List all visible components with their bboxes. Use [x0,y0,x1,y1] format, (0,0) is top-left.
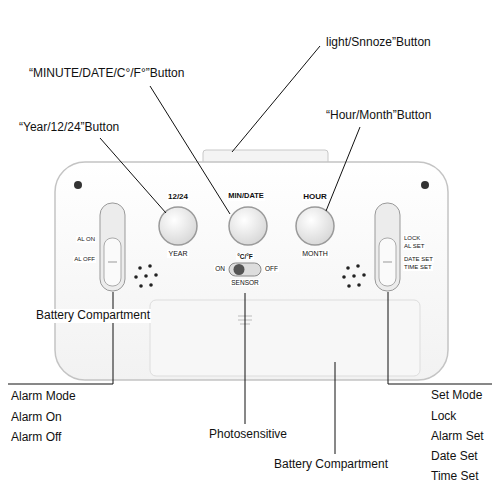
part-label: Alarm On [10,411,63,425]
part-label: Photosensitive [208,428,288,442]
sensor-switch [229,263,261,276]
screw-hole [421,181,429,189]
callout-label: “Hour/Month”Button [325,109,432,123]
clock-housing [55,162,448,380]
callout-label: “MINUTE/DATE/C°/F°”Button [28,67,185,81]
part-label: Alarm Set [430,430,485,444]
button-label: HOUR [302,192,328,201]
part-label: Date Set [430,450,479,464]
button-label: MONTH [301,250,329,258]
switch-label: AL OFF [73,256,96,263]
slider-grip [108,262,117,263]
button [159,207,197,245]
alarm-slider [100,203,125,291]
switch-label: DATE SET [403,256,434,263]
leader-lines [8,46,492,454]
switch-label: AL ON [76,236,96,243]
button [296,207,334,245]
part-label: Battery Compartment [273,458,389,472]
button [229,207,267,245]
battery-lid [150,300,420,376]
switch-label: °C/°F [236,253,254,260]
switch-label: AL SET [403,243,425,250]
part-label: Time Set [430,470,480,484]
part-label: Alarm Off [10,431,62,445]
slider-knob [379,238,396,286]
button-label: MIN/DATE [227,192,265,201]
button-label: YEAR [167,250,188,258]
part-label: Lock [430,410,457,424]
callout-label: “Year/12/24”Button [18,121,120,135]
screw-hole [74,181,82,189]
switch-label: OFF [264,265,279,272]
set-slider [375,203,400,291]
switch-knob [234,264,245,275]
part-label: Alarm Mode [10,390,77,404]
switch-label: TIME SET [403,264,433,271]
button-label: 12/24 [167,192,189,201]
switch-label: ON [214,265,226,272]
part-label: Set Mode [430,389,483,403]
callout-label: light/Snnoze”Button [325,36,432,50]
slider-knob [104,238,121,286]
slider-grip [383,262,392,263]
switch-label: SENSOR [230,279,259,286]
switch-label: LOCK [403,235,421,242]
part-label: Battery Compartment [35,309,151,323]
